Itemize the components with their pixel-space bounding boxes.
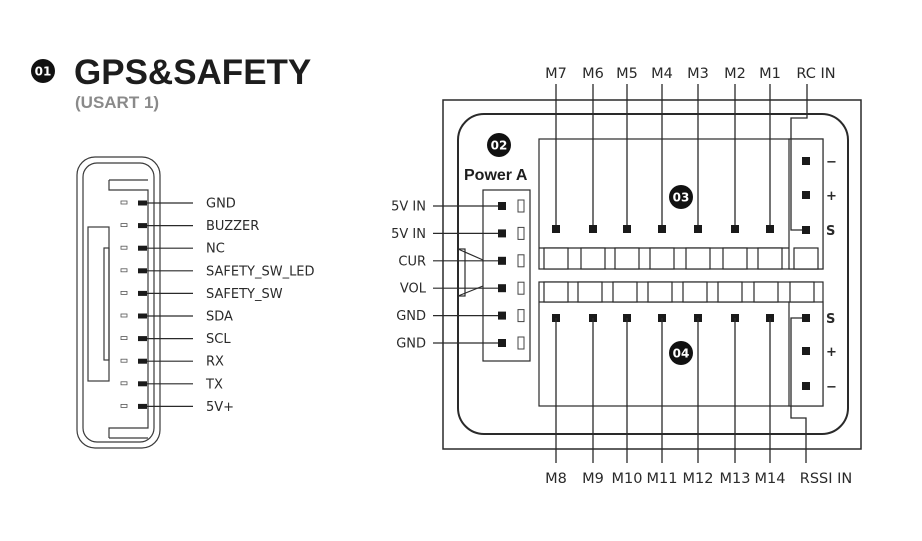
rssi-in-pin-label: −	[826, 380, 837, 395]
rssi-in-pin: S	[802, 312, 835, 327]
gps-pin-label: SDA	[206, 310, 233, 325]
gps-pin: GND	[120, 197, 236, 212]
rc-in-header: RC IN	[790, 66, 836, 231]
svg-text:03: 03	[673, 191, 690, 205]
rc-in-pin: S	[802, 224, 835, 239]
rssi-in-pin-label: S	[826, 312, 835, 327]
gps-pin: NC	[120, 242, 225, 257]
gps-pin: 5V+	[120, 400, 234, 415]
rssi-in-pin: −	[802, 380, 837, 395]
power-pin: GND	[396, 309, 525, 324]
badge-04: 04	[669, 341, 693, 365]
gps-pin-label: GND	[206, 197, 236, 212]
power-pin-label: 5V IN	[391, 200, 426, 215]
gps-pin-label: NC	[206, 242, 225, 257]
gps-pin: SAFETY_SW_LED	[120, 264, 315, 279]
power-pin: 5V IN	[391, 226, 525, 242]
gps-pin-label: RX	[206, 355, 224, 370]
gps-safety-title: GPS&SAFETY	[74, 53, 311, 92]
gps-pin-label: SAFETY_SW	[206, 287, 283, 302]
motor-label: M9	[582, 471, 604, 487]
gps-pin-label: TX	[205, 377, 223, 392]
motor-bottom-pin: M14	[753, 281, 786, 487]
gps-pin: RX	[120, 355, 224, 370]
badge-02: 02	[487, 133, 511, 157]
motor-bottom-pin: M13	[717, 281, 751, 487]
usart-subtitle: (USART 1)	[75, 93, 159, 112]
rc-in-pin-label: −	[826, 155, 837, 170]
motor-top-pins: M7 M6 M5 M4 M3 M2 M1 RC IN − + S	[543, 66, 837, 270]
motor-label: M14	[755, 471, 786, 487]
rssi-in-header: RSSI IN	[790, 317, 853, 487]
motor-label: M10	[612, 471, 643, 487]
gps-pin: TX	[120, 377, 223, 392]
motor-label: M3	[687, 66, 709, 82]
motor-bottom-pin: M11	[647, 281, 678, 487]
gps-pin-label: SAFETY_SW_LED	[206, 264, 315, 279]
motor-label: M2	[724, 66, 746, 82]
gps-pin: SDA	[120, 310, 233, 325]
motor-label: M4	[651, 66, 673, 82]
motor-label: M8	[545, 471, 567, 487]
svg-text:01: 01	[35, 65, 52, 79]
motor-top-pin: M4	[649, 66, 675, 270]
gps-safety-section: 01 GPS&SAFETY (USART 1) GND BUZZER NC SAFET…	[31, 53, 315, 449]
motor-label: M11	[647, 471, 678, 487]
gps-pin-list: GND BUZZER NC SAFETY_SW_LED SAFETY_SW SDA SCL R…	[120, 197, 315, 415]
power-title: Power A	[464, 167, 528, 184]
rssi-in-pin: +	[802, 345, 837, 360]
motor-label: M13	[720, 471, 751, 487]
motor-bottom-pin: M9	[577, 281, 604, 487]
power-pin-label: CUR	[398, 254, 426, 269]
power-pin-label: 5V IN	[391, 227, 426, 242]
badge-01: 01	[31, 59, 55, 83]
gps-pin: SAFETY_SW	[120, 287, 283, 302]
motor-top-pin: M6	[580, 66, 606, 270]
rc-in-pin: −	[802, 155, 837, 170]
gps-pin: SCL	[120, 332, 231, 347]
rc-in-label: RC IN	[796, 66, 835, 82]
gps-pin-label: 5V+	[206, 400, 234, 415]
badge-03: 03	[669, 185, 693, 209]
power-pin: 5V IN	[391, 199, 525, 215]
power-section: 02 Power A 5V IN 5V IN CUR VOL GND GND	[391, 133, 531, 362]
motor-label: M1	[759, 66, 781, 82]
motor-top-pin: M1	[757, 66, 783, 270]
motor-bottom-pin: M12	[682, 281, 714, 487]
power-pin: VOL	[400, 281, 525, 297]
motor-bottom-pin: M10	[612, 281, 643, 487]
gps-pin-label: SCL	[206, 332, 231, 347]
power-pin-label: GND	[396, 337, 426, 352]
svg-text:02: 02	[491, 139, 508, 153]
gps-connector	[76, 156, 161, 449]
rc-in-pin-label: S	[826, 224, 835, 239]
power-pin: CUR	[398, 254, 525, 269]
motor-bottom-pin: M8	[543, 281, 569, 487]
rssi-in-label: RSSI IN	[800, 471, 853, 487]
motor-top-pin: M2	[722, 66, 748, 270]
motor-top-pin: M7	[543, 66, 569, 270]
rc-in-pin: +	[802, 189, 837, 204]
power-pin-list: 5V IN 5V IN CUR VOL GND GND	[391, 199, 525, 352]
power-pin: GND	[396, 336, 525, 352]
motor-top-section: 03 M7 M6 M5 M4 M3 M2 M1 RC IN − + S	[538, 66, 837, 270]
svg-text:04: 04	[673, 347, 690, 361]
rc-in-pin-label: +	[826, 189, 837, 204]
gps-pin: BUZZER	[120, 219, 259, 234]
motor-label: M5	[616, 66, 638, 82]
motor-top-pin: M3	[685, 66, 711, 270]
power-connector	[457, 189, 531, 362]
power-pin-label: GND	[396, 309, 426, 324]
motor-label: M6	[582, 66, 604, 82]
gps-pin-label: BUZZER	[206, 219, 259, 234]
rssi-in-pin-label: +	[826, 345, 837, 360]
motor-label: M7	[545, 66, 567, 82]
motor-top-pin: M5	[614, 66, 640, 270]
motor-label: M12	[683, 471, 714, 487]
power-pin-label: VOL	[400, 282, 427, 297]
